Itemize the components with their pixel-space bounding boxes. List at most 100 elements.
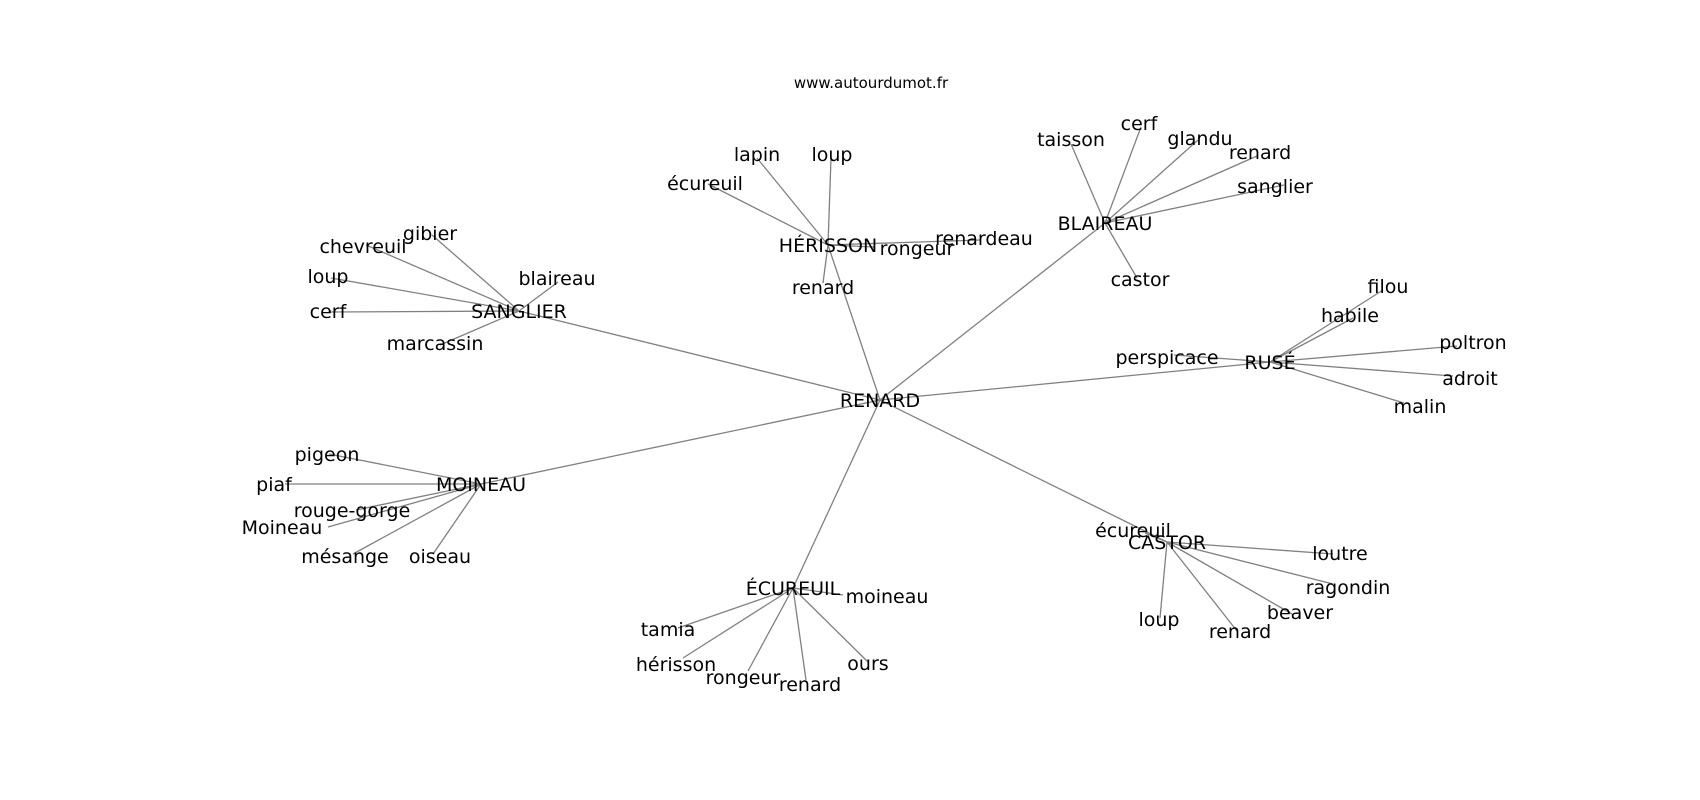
edge-center-sanglier [518,310,881,401]
graph-edges [285,126,1458,681]
leaf-node-sanglier-5[interactable]: marcassin [387,333,484,355]
hub-node-castor[interactable]: CASTOR [1128,532,1206,554]
leaf-node-sanglier-3[interactable]: blaireau [518,268,595,290]
leaf-node-ecureuil-5[interactable]: ours [847,653,888,675]
hub-node-blaireau[interactable]: BLAIREAU [1058,213,1153,235]
leaf-node-ecureuil-4[interactable]: renard [779,674,841,696]
leaf-node-castor-3[interactable]: beaver [1267,602,1333,624]
leaf-node-castor-1[interactable]: loutre [1312,543,1367,565]
edge-ruse-leaf-2 [1269,345,1458,363]
edge-ruse-leaf-1 [1269,317,1354,363]
edge-castor-leaf-5 [1166,541,1238,632]
leaf-node-ruse-1[interactable]: habile [1321,305,1379,327]
edge-ruse-leaf-3 [1173,354,1271,363]
center-node-renard[interactable]: RENARD [840,390,920,412]
edge-center-ecureuil [792,399,881,589]
edge-castor-leaf-1 [1166,541,1334,555]
leaf-node-ruse-0[interactable]: filou [1368,276,1409,298]
leaf-node-ruse-3[interactable]: perspicace [1115,347,1218,369]
leaf-node-sanglier-1[interactable]: chevreuil [319,236,406,258]
edge-sanglier-leaf-1 [365,244,520,312]
hub-node-sanglier[interactable]: SANGLIER [471,301,567,323]
hub-node-herisson[interactable]: HÉRISSON [779,234,877,257]
leaf-node-moineau-4[interactable]: mésange [301,546,389,568]
edge-center-moineau [480,399,881,485]
leaf-node-castor-4[interactable]: loup [1138,609,1179,631]
edge-ruse-leaf-4 [1269,361,1454,377]
edge-ecureuil-leaf-1 [677,587,794,629]
hub-node-ecureuil[interactable]: ÉCUREUIL [746,577,841,600]
leaf-node-herisson-2[interactable]: écureuil [667,173,743,195]
leaf-node-herisson-0[interactable]: lapin [734,144,780,166]
edge-herisson-leaf-1 [827,157,832,246]
edge-ruse-leaf-5 [1269,361,1405,404]
leaf-node-ruse-5[interactable]: malin [1394,396,1447,418]
edge-moineau-leaf-0 [328,453,482,485]
leaf-node-sanglier-2[interactable]: loup [307,266,348,288]
edge-ecureuil-leaf-2 [682,587,794,659]
leaf-node-ecureuil-2[interactable]: hérisson [636,654,716,676]
leaf-node-ruse-4[interactable]: adroit [1442,368,1497,390]
edge-moineau-leaf-4 [352,483,482,555]
leaf-node-blaireau-0[interactable]: taisson [1037,129,1105,151]
hub-node-ruse[interactable]: RUSÉ [1244,351,1295,374]
leaf-node-moineau-5[interactable]: oiseau [409,546,471,568]
leaf-node-herisson-5[interactable]: renard [792,277,854,299]
leaf-node-herisson-3[interactable]: renardeau [935,228,1033,250]
edge-castor-leaf-4 [1159,541,1168,619]
edge-herisson-leaf-3 [827,239,981,246]
leaf-node-sanglier-4[interactable]: cerf [310,301,348,323]
edge-moineau-leaf-2 [355,483,482,511]
edge-sanglier-leaf-2 [330,277,520,312]
edge-ecureuil-leaf-5 [792,587,869,663]
edge-blaireau-leaf-2 [1104,139,1199,224]
leaf-node-herisson-1[interactable]: loup [811,144,852,166]
edge-ruse-leaf-0 [1269,289,1384,363]
edge-castor-leaf-0 [1144,532,1168,543]
leaf-node-castor-0[interactable]: écureuil [1095,520,1171,542]
edge-herisson-leaf-2 [707,183,829,246]
leaf-node-moineau-3[interactable]: Moineau [242,517,323,539]
site-watermark: www.autourdumot.fr [794,74,949,92]
edge-sanglier-leaf-3 [518,281,559,312]
edge-moineau-leaf-5 [432,483,482,555]
edge-ecureuil-leaf-0 [792,587,844,596]
edge-herisson-leaf-5 [822,244,829,284]
leaf-node-ecureuil-0[interactable]: moineau [846,586,929,608]
edge-sanglier-leaf-5 [439,310,520,346]
edge-center-blaireau [879,222,1106,401]
leaf-node-moineau-2[interactable]: rouge-gorge [294,500,411,522]
edge-ecureuil-leaf-4 [792,587,807,681]
edge-moineau-leaf-3 [327,483,482,528]
edge-castor-leaf-3 [1166,541,1293,615]
edge-center-castor [879,399,1168,543]
leaf-node-blaireau-5[interactable]: castor [1111,269,1170,291]
leaf-node-castor-2[interactable]: ragondin [1306,577,1391,599]
edge-castor-leaf-2 [1166,541,1334,585]
edge-blaireau-leaf-5 [1104,222,1138,279]
leaf-node-ruse-2[interactable]: poltron [1439,332,1506,354]
leaf-node-moineau-1[interactable]: piaf [256,474,293,496]
edge-sanglier-leaf-0 [431,234,520,312]
leaf-node-sanglier-0[interactable]: gibier [403,223,457,245]
edge-blaireau-leaf-1 [1104,126,1142,224]
leaf-node-blaireau-2[interactable]: glandu [1167,128,1232,150]
leaf-node-moineau-0[interactable]: pigeon [295,444,360,466]
leaf-node-castor-5[interactable]: renard [1209,621,1271,643]
edge-herisson-leaf-0 [756,157,829,246]
hub-node-moineau[interactable]: MOINEAU [436,474,526,496]
leaf-node-herisson-4[interactable]: rongeur [880,238,955,260]
edge-center-ruse [879,361,1271,401]
edge-sanglier-leaf-4 [327,310,520,313]
leaf-node-blaireau-4[interactable]: sanglier [1237,176,1313,198]
leaf-node-ecureuil-3[interactable]: rongeur [706,667,781,689]
leaf-node-blaireau-1[interactable]: cerf [1121,113,1159,135]
edge-ecureuil-leaf-3 [747,587,794,672]
leaf-node-ecureuil-1[interactable]: tamia [641,619,696,641]
edge-herisson-leaf-4 [827,244,875,248]
leaf-node-blaireau-3[interactable]: renard [1229,142,1291,164]
edge-blaireau-leaf-3 [1104,155,1258,224]
edge-center-herisson [827,244,881,401]
